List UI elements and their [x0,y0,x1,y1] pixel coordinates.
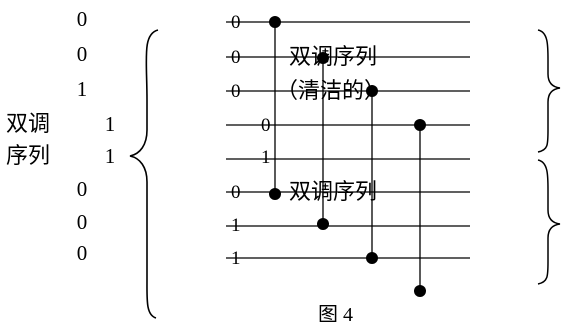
sequence-label-line1: 双调 [6,112,50,137]
wire-value: 1 [261,147,271,168]
left-brace [129,29,159,319]
lower-half-label: 双调序列 [289,180,377,205]
right-brace-top [537,29,561,153]
wire-value: 1 [231,215,241,236]
wire-value: 0 [231,47,241,68]
comparators [269,16,426,297]
wire-value: 0 [231,12,241,33]
input-value: 0 [77,177,88,201]
wire-value: 0 [261,115,271,136]
comparator-dot [269,188,281,200]
comparator-dot [269,16,281,28]
input-value: 1 [105,144,116,168]
right-brace-bottom [537,159,561,285]
input-value: 1 [105,112,116,136]
comparator-dot [366,85,378,97]
sequence-label-line2: 序列 [6,144,50,169]
wires [226,21,470,259]
input-value: 0 [77,42,88,66]
comparator-dot [414,285,426,297]
comparator-dot [317,218,329,230]
comparator-dot [366,252,378,264]
wire-value: 1 [231,248,241,269]
comparator-dot [414,119,426,131]
input-value: 1 [77,77,88,101]
figure-caption: 图 4 [318,304,353,322]
upper-half-label: 双调序列 [289,45,377,70]
input-value: 0 [77,7,88,31]
wire-value: 0 [231,81,241,102]
upper-half-sublabel: （清洁的） [276,79,386,104]
comparator-dot [317,52,329,64]
input-value: 0 [77,210,88,234]
input-value: 0 [77,241,88,265]
wire-value: 0 [231,182,241,203]
